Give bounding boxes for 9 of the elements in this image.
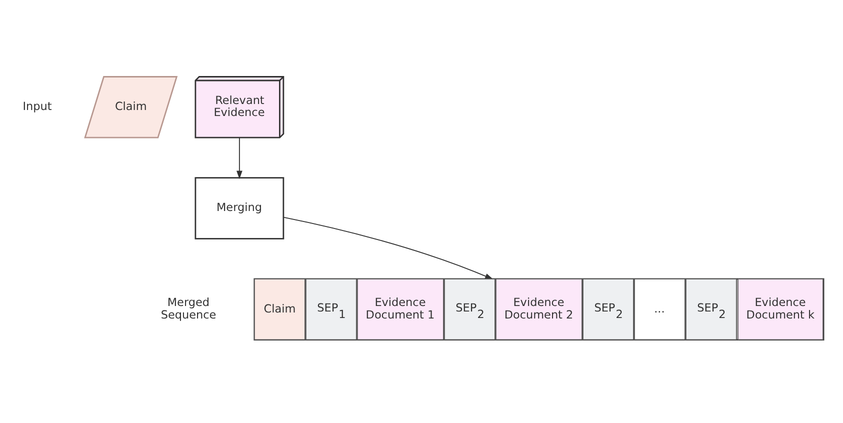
label: Input — [22, 100, 52, 113]
node-box: Evidence Document 1 — [356, 278, 444, 340]
label: Merged Sequence — [160, 296, 216, 321]
node-box: Evidence Document 2 — [495, 278, 582, 340]
node-box: ... — [634, 278, 686, 340]
node-box: Merging — [194, 176, 284, 239]
node-box: Evidence Document k — [737, 278, 824, 340]
arrow — [236, 136, 242, 179]
node-box: Claim — [254, 278, 306, 340]
